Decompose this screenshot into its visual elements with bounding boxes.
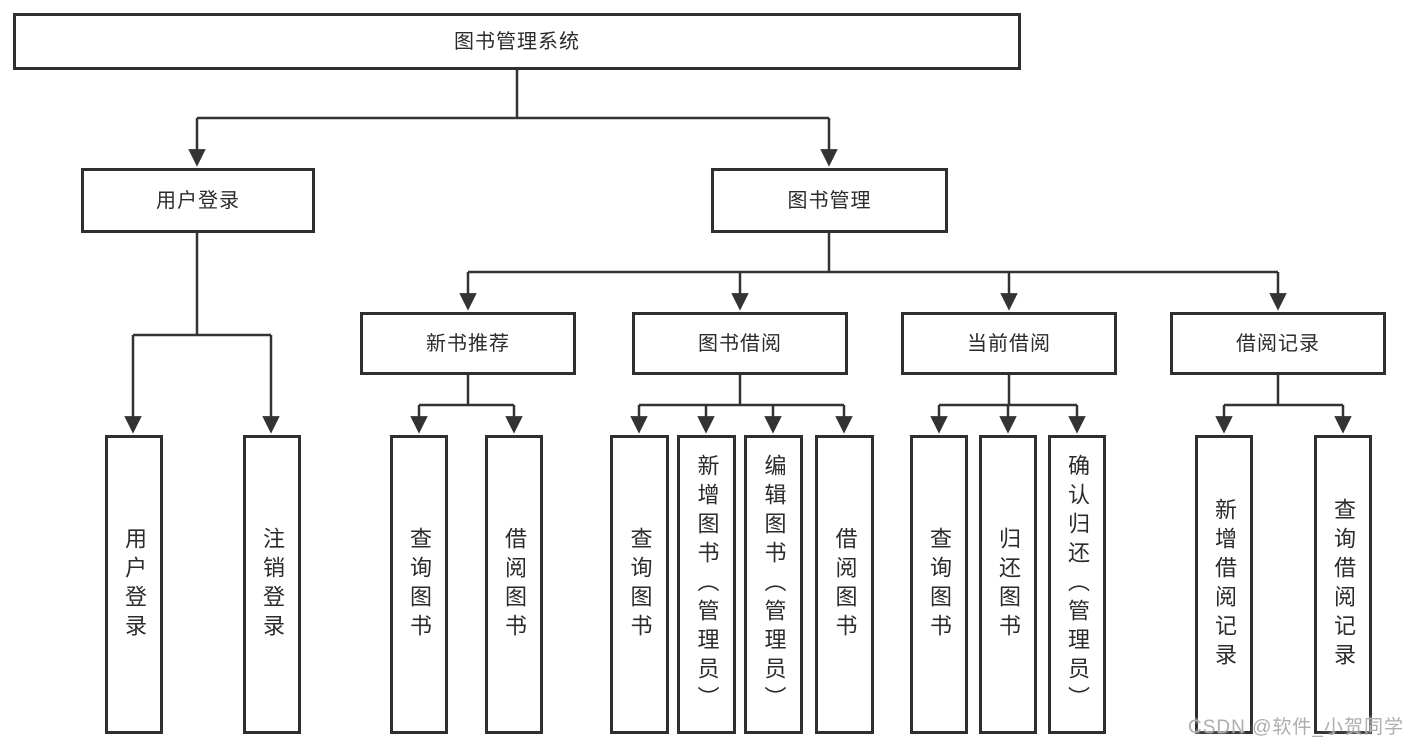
leaf-edit-books-admin: 编辑图书（管理员） [744, 435, 803, 734]
node-new-book-recommend: 新书推荐 [360, 312, 576, 375]
leaf-query-books-2: 查询图书 [610, 435, 669, 734]
leaf-add-borrow-record: 新增借阅记录 [1195, 435, 1253, 734]
node-library-management-system: 图书管理系统 [13, 13, 1021, 70]
node-borrow-records: 借阅记录 [1170, 312, 1386, 375]
node-book-borrowing: 图书借阅 [632, 312, 848, 375]
csdn-watermark: CSDN @软件_小贺同学 [1188, 717, 1404, 738]
leaf-query-books-1: 查询图书 [390, 435, 448, 734]
leaf-borrow-books-2: 借阅图书 [815, 435, 874, 734]
node-user-login: 用户登录 [81, 168, 315, 233]
leaf-add-books-admin: 新增图书（管理员） [677, 435, 736, 734]
leaf-query-books-3: 查询图书 [910, 435, 968, 734]
leaf-borrow-books-1: 借阅图书 [485, 435, 543, 734]
node-current-borrowing: 当前借阅 [901, 312, 1117, 375]
leaf-logout: 注销登录 [243, 435, 301, 734]
leaf-return-books: 归还图书 [979, 435, 1037, 734]
leaf-user-login: 用户登录 [105, 435, 163, 734]
node-book-management: 图书管理 [711, 168, 948, 233]
leaf-confirm-return-admin: 确认归还（管理员） [1048, 435, 1106, 734]
leaf-query-borrow-record: 查询借阅记录 [1314, 435, 1372, 734]
